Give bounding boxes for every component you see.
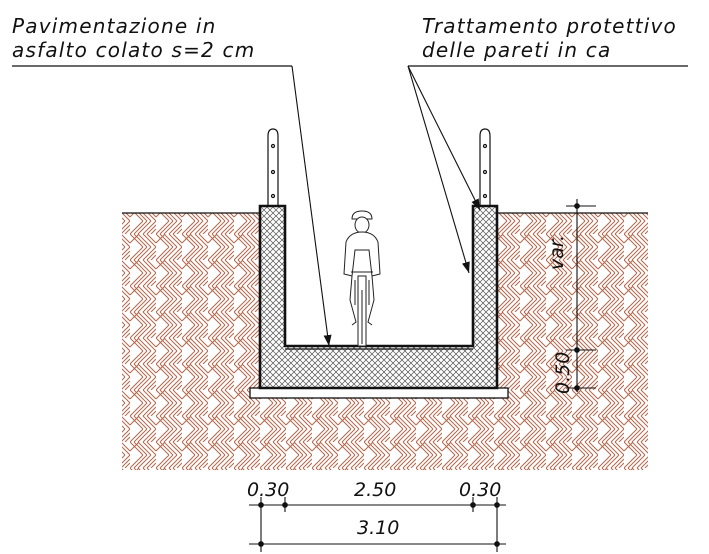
paving-label-line2: asfalto colato s=2 cm [12,38,256,62]
dim-inner-width: 2.50 [354,479,397,501]
cyclist-figure [343,210,381,347]
dim-depth-variable: var. [546,235,568,270]
railing-post-right [479,128,491,206]
dim-right-wall: 0.30 [459,479,502,501]
railing-post-left [267,128,279,206]
soil-hatch [122,213,648,470]
horizontal-dimensions [249,497,506,552]
treatment-label-line1: Trattamento protettivo [422,14,677,38]
vertical-dimension [566,199,596,392]
leader-lines [291,65,481,347]
concrete-u-channel [258,204,499,390]
treatment-label-line2: delle pareti in ca [422,38,612,62]
dim-left-wall: 0.30 [247,479,290,501]
lean-concrete-base [249,387,509,399]
dim-slab-thickness: 0.50 [552,351,574,394]
dim-total-width: 3.10 [357,517,400,539]
paving-label-line1: Pavimentazione in [12,14,217,38]
